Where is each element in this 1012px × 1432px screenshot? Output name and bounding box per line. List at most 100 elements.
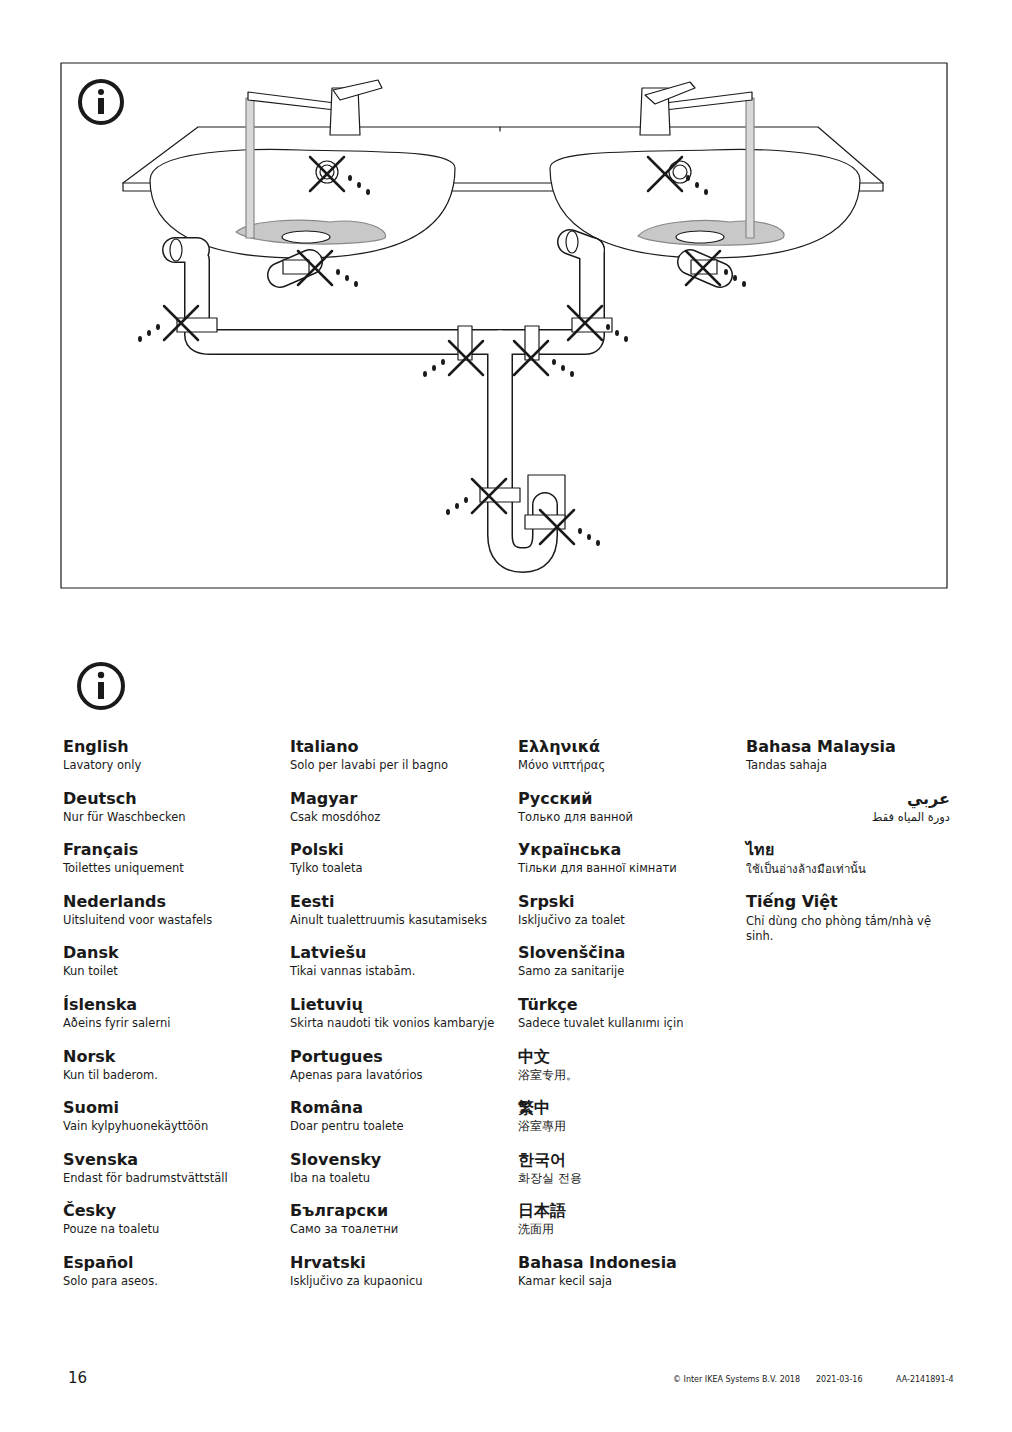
language-name: Русский [518, 789, 592, 809]
language-name: Bahasa Indonesia [518, 1253, 677, 1273]
translation-text: Skirta naudoti tik vonios kambaryje [290, 1016, 494, 1031]
translation-text: Chỉ dùng cho phòng tắm/nhà vệ sinh. [746, 914, 946, 944]
language-name: Español [63, 1253, 134, 1273]
language-name: Norsk [63, 1047, 115, 1067]
footer-text: 16 [68, 1369, 87, 1387]
water-drop [156, 324, 160, 330]
footer-text: © Inter IKEA Systems B.V. 2018 [673, 1375, 800, 1385]
translation-text: Lavatory only [63, 758, 141, 773]
cross-mark [164, 306, 198, 340]
cross-mark [568, 306, 602, 340]
language-name: Italiano [290, 737, 359, 757]
water-drop [147, 330, 151, 336]
footer-text: 2021-03-16 [816, 1375, 863, 1385]
language-name: Česky [63, 1201, 116, 1221]
translation-text: Само за тоалетни [290, 1222, 398, 1237]
water-drop [423, 371, 427, 377]
cross-mark [514, 341, 548, 375]
language-name: Latviešu [290, 943, 366, 963]
translation-text: Nur für Waschbecken [63, 810, 186, 825]
cross-mark [568, 306, 602, 340]
cross-mark [449, 341, 483, 375]
info-icon [80, 81, 122, 123]
water-drop [587, 534, 591, 540]
language-name: Български [290, 1201, 388, 1221]
water-drop [348, 175, 352, 181]
language-name: Slovensky [290, 1150, 381, 1170]
water-drop [446, 509, 450, 515]
translation-text: Aðeins fyrir salerni [63, 1016, 170, 1031]
translation-text: Isključivo za toalet [518, 913, 625, 928]
water-drop [354, 281, 358, 287]
cross-mark [648, 157, 682, 191]
translation-text: 화장실 전용 [518, 1171, 582, 1186]
language-name: Bahasa Malaysia [746, 737, 896, 757]
language-name: عربي [907, 789, 950, 809]
water-drop [138, 336, 142, 342]
water-drop [596, 540, 600, 546]
language-name: ไทย [746, 840, 774, 860]
cross-mark [310, 157, 344, 191]
water-drop [455, 503, 459, 509]
language-name: Româna [290, 1098, 363, 1118]
water-drop [695, 182, 699, 188]
water-drop [606, 324, 610, 330]
cross-mark [686, 251, 720, 285]
translation-text: Solo para aseos. [63, 1274, 158, 1289]
language-name: Türkçe [518, 995, 578, 1015]
language-name: Íslenska [63, 995, 137, 1015]
language-name: Lietuvių [290, 995, 363, 1015]
water-drop [578, 528, 582, 534]
translation-text: Pouze na toaletu [63, 1222, 159, 1237]
translation-text: Kun toilet [63, 964, 118, 979]
translation-text: Только для ванной [518, 810, 633, 825]
cross-mark [298, 251, 332, 285]
water-drop [561, 365, 565, 371]
language-name: Portugues [290, 1047, 383, 1067]
language-name: Nederlands [63, 892, 166, 912]
language-name: Français [63, 840, 138, 860]
language-name: Polski [290, 840, 344, 860]
drain-pipe [170, 231, 720, 560]
water-drop [624, 336, 628, 342]
translation-text: Toilettes uniquement [63, 861, 184, 876]
translation-text: Kun til baderom. [63, 1068, 158, 1083]
translation-text: Μόνο νιπτήρας [518, 758, 605, 773]
water-drop [336, 269, 340, 275]
language-name: Hrvatski [290, 1253, 366, 1273]
language-name: 日本語 [518, 1201, 566, 1221]
frame [61, 63, 947, 588]
language-name: Ελληνικά [518, 737, 600, 757]
water-drop [704, 189, 708, 195]
water-drop [552, 359, 556, 365]
language-name: 繁中 [518, 1098, 550, 1118]
language-name: 한국어 [518, 1150, 566, 1170]
language-name: Svenska [63, 1150, 138, 1170]
translation-text: Tylko toaleta [290, 861, 363, 876]
cross-mark [164, 306, 198, 340]
language-name: Deutsch [63, 789, 137, 809]
water-drop [724, 269, 728, 275]
cross-mark [472, 479, 506, 513]
translation-text: Csak mosdóhoz [290, 810, 380, 825]
translation-text: Solo per lavabi per il bagno [290, 758, 448, 773]
translation-text: 浴室专用。 [518, 1068, 578, 1083]
language-name: Srpski [518, 892, 575, 912]
cross-mark [514, 341, 548, 375]
cross-mark [540, 510, 574, 544]
water-drop [432, 365, 436, 371]
water-drop [345, 275, 349, 281]
language-name: Tiếng Việt [746, 892, 838, 912]
translation-text: 浴室專用 [518, 1119, 566, 1134]
cross-mark [298, 251, 332, 285]
translation-text: Ainult tualettruumis kasutamiseks [290, 913, 487, 928]
water-drop [615, 330, 619, 336]
translation-text: Iba na toaletu [290, 1171, 370, 1186]
language-name: Eesti [290, 892, 334, 912]
cross-mark [449, 341, 483, 375]
faucet [246, 80, 754, 238]
translation-text: Endast för badrumstvättställ [63, 1171, 228, 1186]
cross-mark [472, 479, 506, 513]
cross-mark [686, 251, 720, 285]
